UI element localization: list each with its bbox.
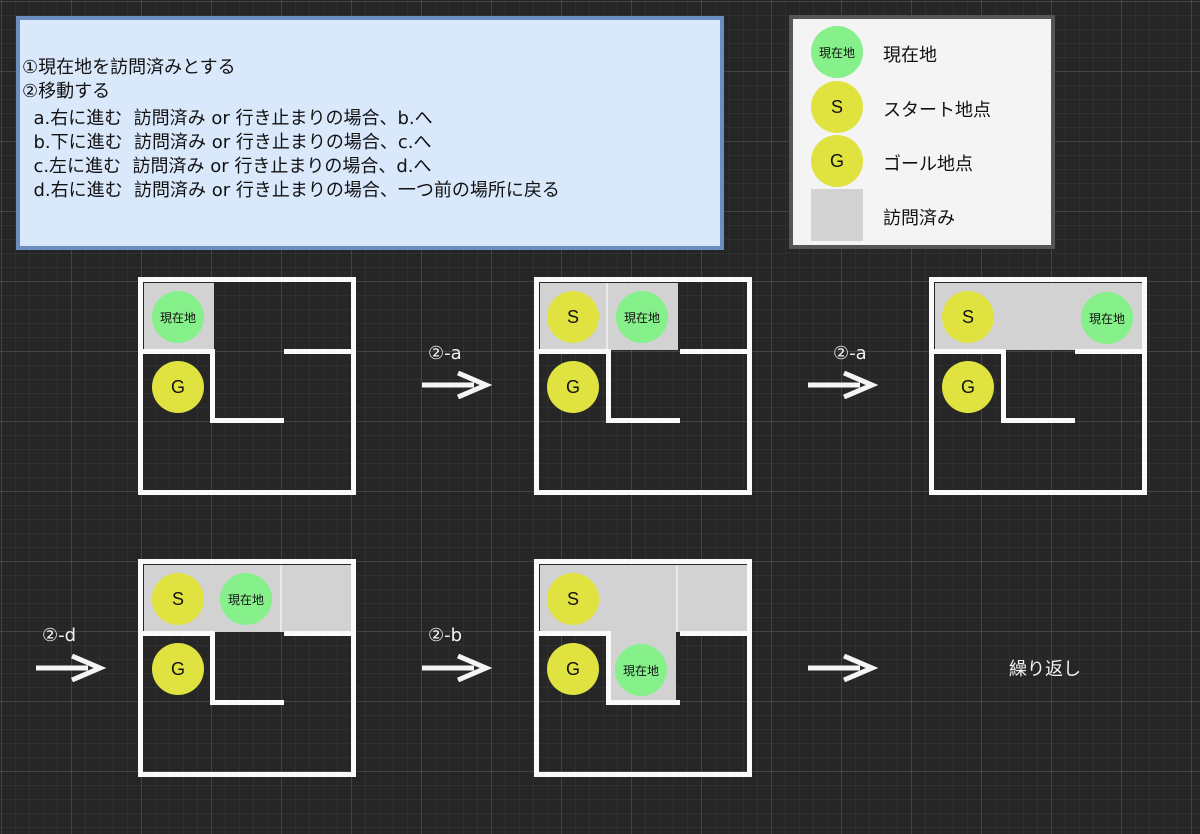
maze-wall	[606, 700, 680, 705]
maze-wall	[138, 559, 143, 777]
legend-goal-label: ゴール地点	[883, 154, 973, 175]
start-marker: S	[547, 291, 599, 343]
maze-wall	[1001, 418, 1075, 423]
maze-wall	[210, 349, 215, 423]
maze-step-1: 現在地 G	[138, 277, 356, 495]
legend-current-marker: 現在地	[811, 26, 863, 78]
current-position-marker: 現在地	[1081, 292, 1133, 344]
goal-marker: G	[547, 361, 599, 413]
legend-start-label: スタート地点	[883, 100, 991, 121]
maze-wall	[534, 559, 752, 564]
instruction-step-2a: a.右に進む 訪問済み or 行き止まりの場合、b.へ	[22, 108, 433, 129]
right-arrow-icon	[422, 654, 493, 682]
maze-wall	[606, 349, 611, 423]
instruction-step-2c: c.左に進む 訪問済み or 行き止まりの場合、d.へ	[22, 156, 432, 177]
legend-start-marker: S	[811, 81, 863, 133]
maze-wall	[680, 631, 752, 636]
cell-divider	[606, 283, 608, 350]
maze-step-4: S 現在地 G	[138, 559, 356, 777]
arrow-label: ②-a	[428, 343, 462, 364]
maze-wall	[138, 559, 356, 564]
instruction-box: ①現在地を訪問済みとする ②移動する a.右に進む 訪問済み or 行き止まりの…	[16, 16, 724, 250]
maze-step-3: S 現在地 G	[929, 277, 1147, 495]
maze-wall	[606, 418, 680, 423]
maze-wall	[138, 349, 214, 354]
maze-wall	[138, 772, 356, 777]
current-position-marker: 現在地	[615, 644, 667, 696]
goal-marker: G	[152, 643, 204, 695]
cell-divider	[280, 565, 282, 632]
maze-wall	[138, 490, 356, 495]
maze-wall	[138, 277, 356, 282]
maze-wall	[929, 277, 934, 495]
maze-wall	[534, 559, 539, 777]
legend-current-label: 現在地	[883, 45, 937, 66]
maze-wall	[138, 277, 143, 495]
maze-wall	[351, 277, 356, 495]
maze-wall	[534, 772, 752, 777]
start-marker: S	[152, 573, 204, 625]
maze-wall	[606, 631, 611, 705]
maze-wall	[1001, 349, 1006, 423]
maze-wall	[534, 277, 752, 282]
maze-wall	[284, 631, 356, 636]
instruction-step-2d: d.右に進む 訪問済み or 行き止まりの場合、一つ前の場所に戻る	[22, 180, 560, 201]
maze-wall	[138, 631, 214, 636]
maze-step-2: S 現在地 G	[534, 277, 752, 495]
legend-visited-label: 訪問済み	[883, 208, 955, 229]
maze-wall	[929, 490, 1147, 495]
goal-marker: G	[152, 361, 204, 413]
right-arrow-icon	[808, 371, 879, 399]
maze-wall	[210, 418, 284, 423]
current-position-marker: 現在地	[616, 291, 668, 343]
arrow-label: ②-b	[428, 625, 463, 646]
maze-wall	[534, 490, 752, 495]
arrow-label: ②-d	[42, 625, 77, 646]
maze-wall	[284, 349, 356, 354]
maze-wall	[534, 277, 539, 495]
start-marker: S	[942, 291, 994, 343]
arrow-label: ②-a	[833, 343, 867, 364]
legend-goal-marker: G	[811, 135, 863, 187]
instruction-step-2: ②移動する	[22, 81, 111, 102]
maze-wall	[1142, 277, 1147, 495]
maze-wall	[210, 631, 215, 705]
maze-wall	[351, 559, 356, 777]
legend: 現在地 現在地 S スタート地点 G ゴール地点 訪問済み	[789, 15, 1055, 249]
instruction-step-1: ①現在地を訪問済みとする	[22, 57, 236, 78]
goal-marker: G	[942, 361, 994, 413]
maze-wall	[210, 700, 284, 705]
maze-wall	[680, 349, 752, 354]
goal-marker: G	[547, 643, 599, 695]
cell-divider	[676, 565, 678, 632]
maze-wall	[1075, 349, 1147, 354]
start-marker: S	[547, 573, 599, 625]
maze-wall	[929, 277, 1147, 282]
maze-wall	[929, 349, 1005, 354]
maze-wall	[534, 349, 610, 354]
repeat-label: 繰り返し	[1009, 659, 1081, 680]
right-arrow-icon	[422, 371, 493, 399]
instruction-step-2b: b.下に進む 訪問済み or 行き止まりの場合、c.へ	[22, 132, 432, 153]
current-position-marker: 現在地	[220, 573, 272, 625]
right-arrow-icon	[808, 654, 879, 682]
maze-wall	[747, 559, 752, 777]
legend-visited-swatch	[811, 189, 863, 241]
current-position-marker: 現在地	[152, 291, 204, 343]
maze-wall	[534, 631, 610, 636]
right-arrow-icon	[36, 654, 107, 682]
maze-wall	[747, 277, 752, 495]
maze-step-5: S G 現在地	[534, 559, 752, 777]
